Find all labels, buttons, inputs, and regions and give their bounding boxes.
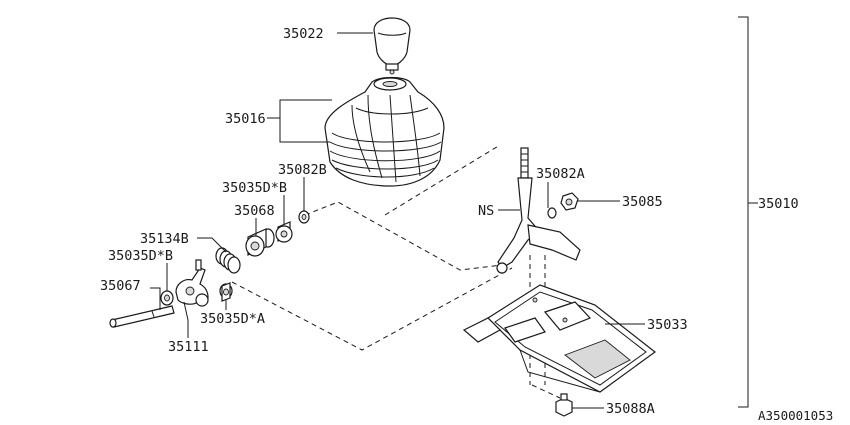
label-knob: 35022 (283, 26, 324, 42)
bushing-b-left (160, 290, 174, 306)
label-boot: 35016 (225, 111, 266, 127)
base-plate (462, 284, 656, 393)
lever-arm (175, 259, 209, 307)
washer-b (298, 210, 310, 224)
bushing-68 (245, 228, 275, 257)
leader-lever-arm (183, 301, 189, 338)
bolt (555, 393, 573, 417)
label-ns: NS (478, 203, 494, 219)
diagram-id: A350001053 (758, 408, 833, 423)
label-nut: 35085 (622, 194, 663, 210)
bushing-b-top (275, 221, 293, 243)
label-bushing-b-left: 35035D*B (108, 248, 173, 264)
label-rod: 35067 (100, 278, 141, 294)
shift-lever (496, 147, 581, 274)
bushing-a (219, 282, 233, 302)
shift-knob (373, 17, 411, 75)
label-washer-a: 35082A (536, 166, 585, 182)
shift-boot (324, 76, 445, 187)
label-spring: 35134B (140, 231, 189, 247)
label-bushing-b-top: 35035D*B (222, 180, 287, 196)
label-plate: 35033 (647, 317, 688, 333)
nut (560, 192, 579, 211)
leader-spring (197, 237, 227, 253)
label-lever-arm: 35111 (168, 339, 209, 355)
label-bracket: 35010 (758, 196, 799, 212)
leader-rod (150, 287, 161, 310)
leader-boot (279, 99, 332, 143)
label-bushing-a: 35035D*A (200, 311, 265, 327)
washer-a (547, 207, 557, 219)
label-washer-b: 35082B (278, 162, 327, 178)
bracket-line (738, 16, 749, 408)
spring (215, 247, 241, 274)
shift-rod (109, 305, 175, 328)
label-bolt: 35088A (606, 401, 655, 417)
label-bushing-68: 35068 (234, 203, 275, 219)
